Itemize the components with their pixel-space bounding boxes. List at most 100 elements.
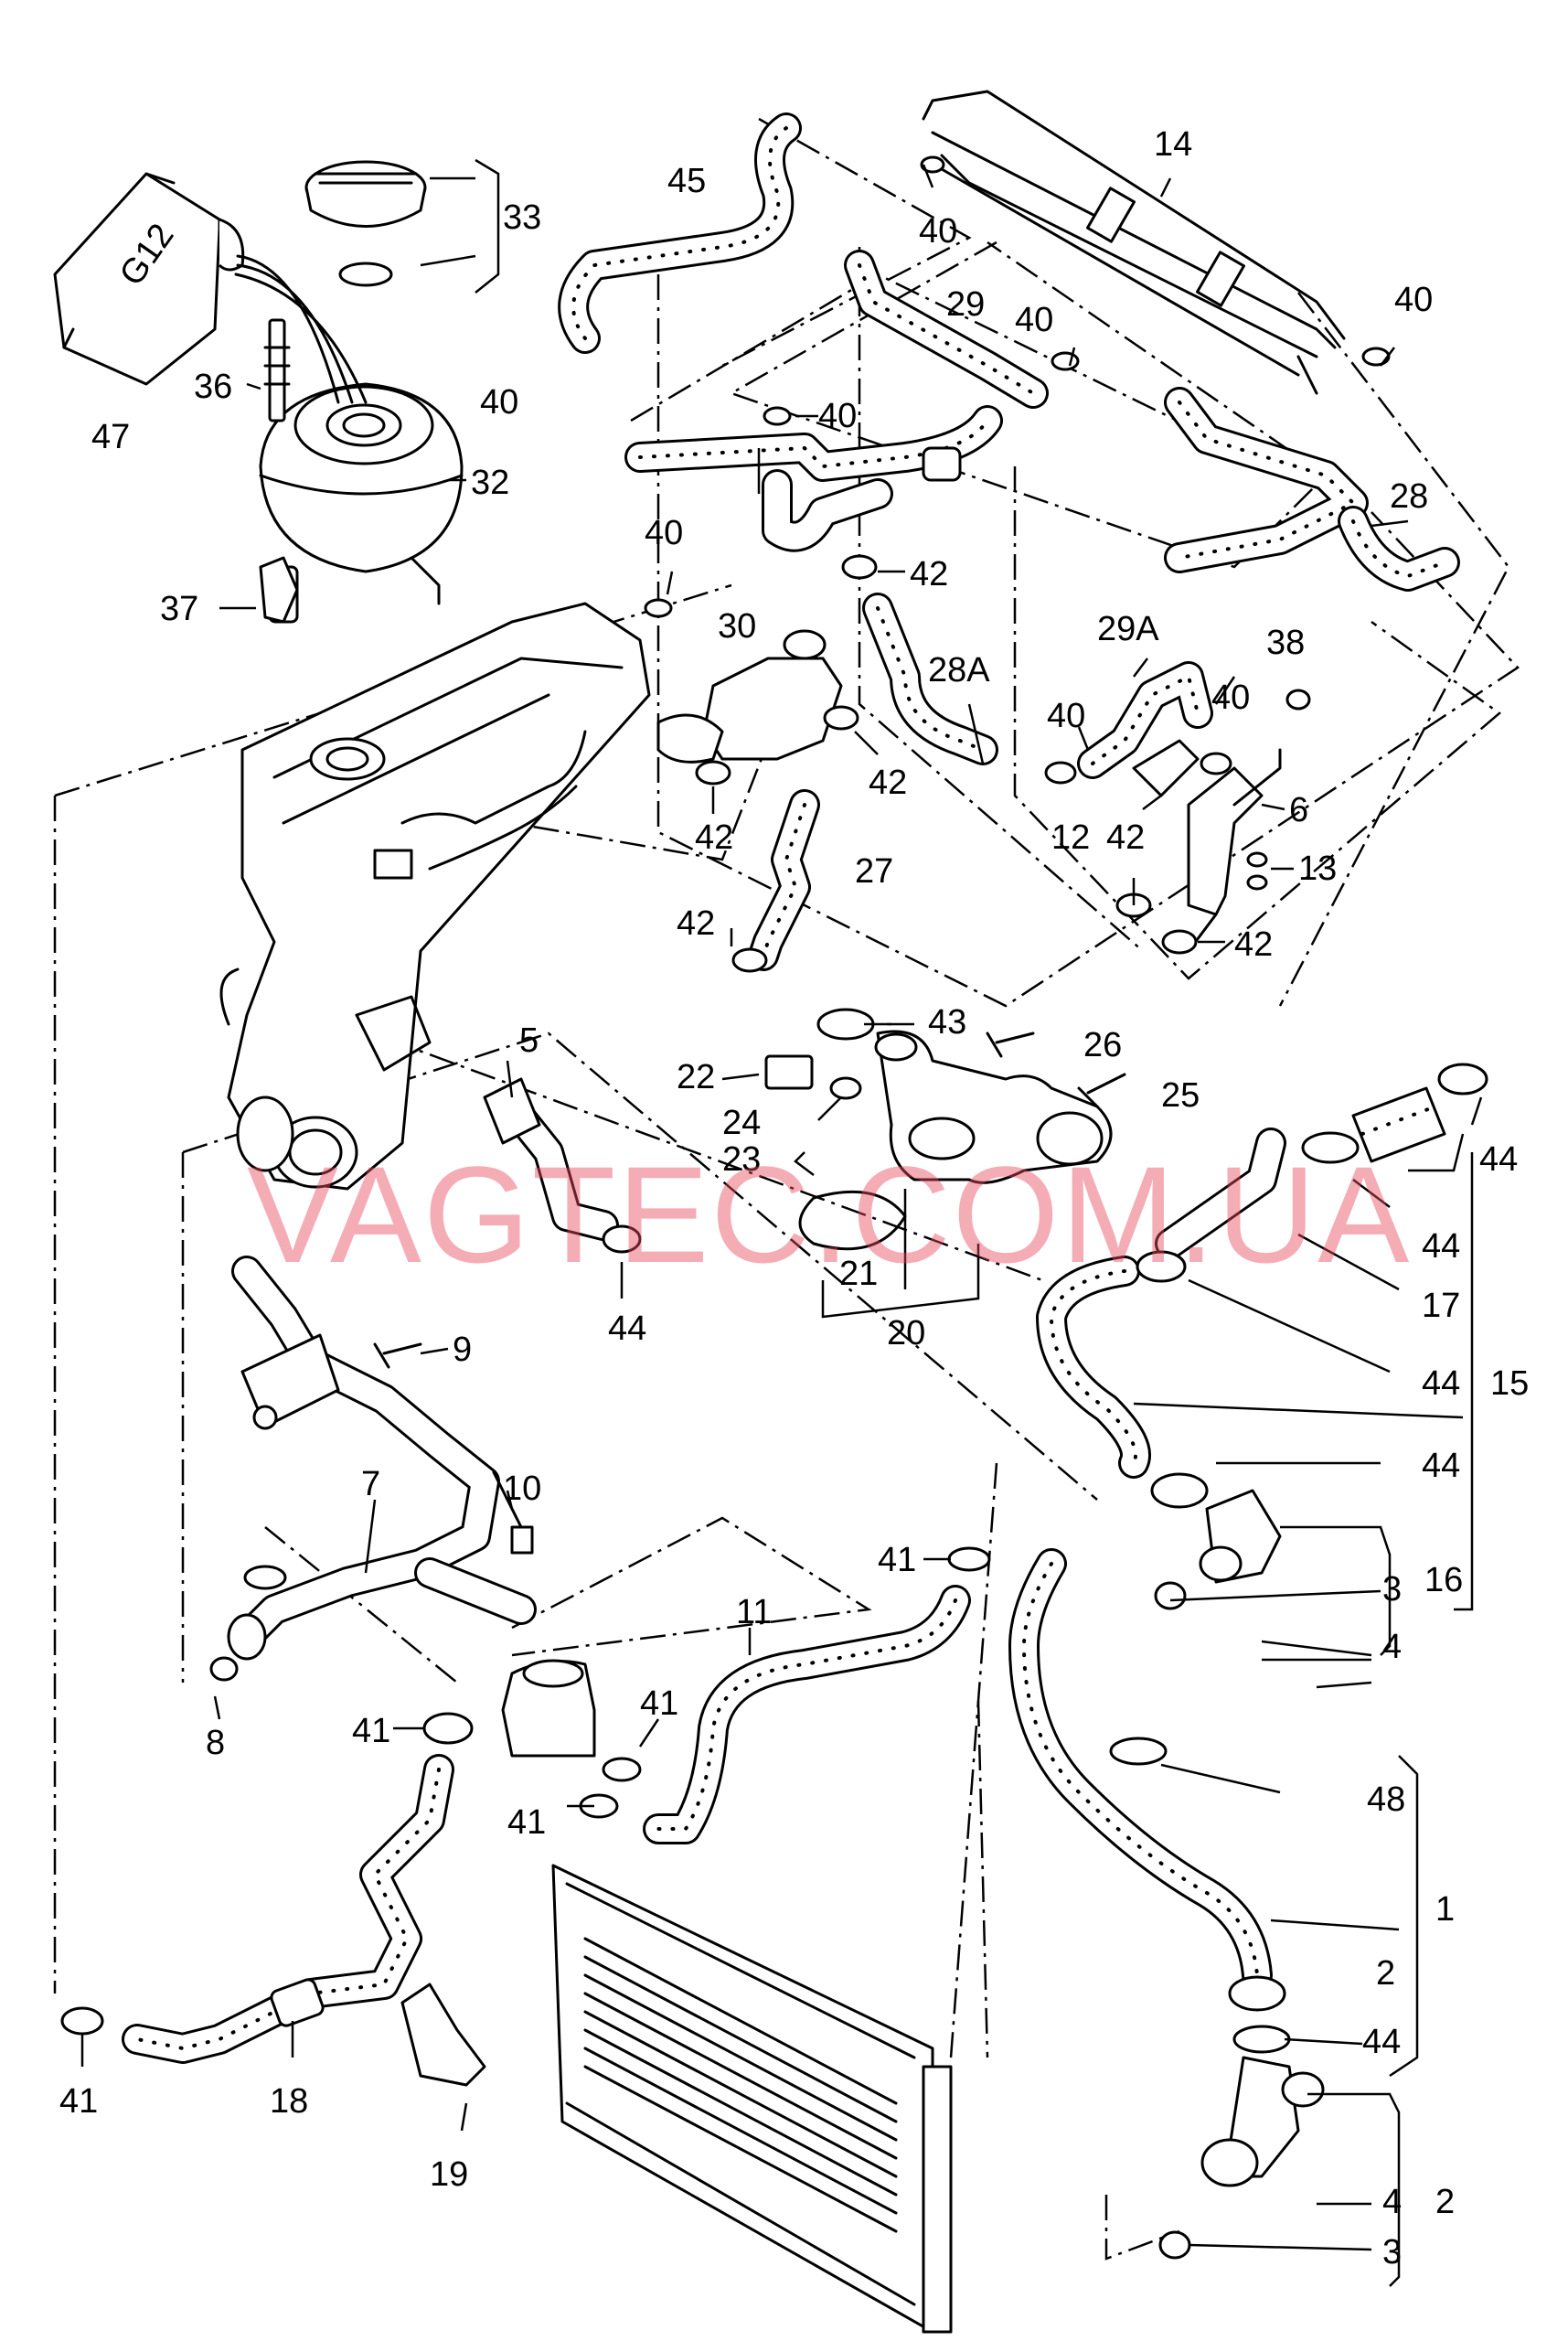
label-40-h: 40 — [1047, 697, 1085, 735]
label-37: 37 — [160, 590, 198, 628]
connector-16 — [1199, 1489, 1282, 1584]
label-1: 1 — [1435, 1890, 1455, 1929]
label-40-f: 40 — [645, 514, 683, 552]
label-6: 6 — [1289, 791, 1308, 829]
engine-block — [219, 602, 651, 1191]
bolts-9-10 — [373, 1342, 534, 1555]
label-30: 30 — [718, 607, 756, 646]
label-15: 15 — [1490, 1364, 1529, 1403]
clip-37 — [259, 556, 299, 624]
label-27: 27 — [855, 852, 893, 891]
hose-15 — [1036, 1256, 1151, 1479]
label-41-d: 41 — [507, 1803, 546, 1842]
hose-11 — [643, 1585, 971, 1844]
label-20: 20 — [887, 1314, 925, 1352]
label-3-b: 3 — [1382, 2233, 1402, 2272]
bracket-19 — [400, 1983, 486, 2087]
label-40-b: 40 — [1015, 301, 1053, 339]
label-3-a: 3 — [1382, 1570, 1402, 1609]
label-16: 16 — [1424, 1561, 1463, 1599]
housing-30 — [656, 629, 843, 764]
hose-1 — [1008, 1548, 1286, 2012]
label-33: 33 — [503, 198, 541, 237]
label-40-e: 40 — [818, 397, 857, 435]
hose-28 — [1164, 387, 1460, 592]
sensor-22 — [764, 1054, 862, 1100]
label-21: 21 — [839, 1255, 878, 1293]
pipe-14 — [922, 90, 1346, 395]
hose-29a — [1077, 661, 1213, 779]
label-43: 43 — [928, 1003, 966, 1042]
bolt-25 — [1077, 1073, 1126, 1108]
label-42-b: 42 — [869, 764, 907, 802]
label-41-a: 41 — [878, 1541, 916, 1579]
thermostat-housing — [798, 1030, 1113, 1251]
label-13: 13 — [1298, 850, 1337, 888]
label-44-e: 44 — [1422, 1447, 1460, 1485]
label-29: 29 — [946, 285, 985, 324]
label-40-g: 40 — [1211, 679, 1250, 717]
label-42-a: 42 — [910, 555, 948, 593]
sleeve-15 — [1351, 1086, 1446, 1163]
label-12: 12 — [1051, 818, 1090, 857]
reservoir — [501, 1659, 596, 1758]
grouping-lines — [53, 117, 1520, 2261]
label-38: 38 — [1266, 624, 1305, 662]
label-19: 19 — [430, 2155, 468, 2194]
label-22: 22 — [677, 1058, 715, 1096]
label-42-c: 42 — [1106, 818, 1145, 857]
label-44-a: 44 — [1479, 1140, 1518, 1179]
coolant-pipe — [227, 1256, 537, 1661]
label-7: 7 — [361, 1465, 380, 1503]
label-44-b: 44 — [1422, 1227, 1460, 1266]
pipe-17 — [1155, 1128, 1286, 1259]
label-9: 9 — [453, 1331, 472, 1369]
label-45: 45 — [667, 162, 706, 200]
label-32: 32 — [471, 464, 509, 502]
part-6 — [1187, 748, 1282, 953]
label-48: 48 — [1367, 1780, 1405, 1819]
label-2-b: 2 — [1435, 2183, 1455, 2221]
flange-12 — [1132, 739, 1200, 797]
label-14: 14 — [1154, 125, 1192, 164]
label-40-c: 40 — [1394, 281, 1433, 319]
bolt-26 — [986, 1032, 1035, 1058]
label-26: 26 — [1083, 1026, 1122, 1064]
label-28: 28 — [1390, 477, 1428, 516]
label-44-c: 44 — [608, 1309, 646, 1348]
hose-28a — [862, 593, 998, 765]
label-42-e: 42 — [677, 904, 715, 943]
hose-45 — [558, 112, 802, 354]
label-29a: 29A — [1097, 610, 1159, 648]
part-labels: 14 45 33 40 29 40 40 40 40 36 47 32 28 4… — [59, 125, 1529, 2272]
label-17: 17 — [1422, 1287, 1460, 1325]
expansion-tank — [259, 382, 464, 624]
hose-29 — [624, 250, 1049, 552]
label-41-e: 41 — [59, 2082, 98, 2121]
coolant-bottle: G12 — [53, 172, 368, 404]
label-4-b: 4 — [1382, 2183, 1402, 2221]
label-44-f: 44 — [1362, 2023, 1401, 2061]
label-41-b: 41 — [640, 1684, 678, 1723]
label-8: 8 — [206, 1724, 225, 1762]
label-2-a: 2 — [1376, 1954, 1395, 1993]
watermark: VAGTEC.COM.UA — [247, 1138, 1411, 1291]
label-5: 5 — [519, 1021, 539, 1060]
label-42-f: 42 — [1234, 925, 1273, 964]
label-42-d: 42 — [695, 818, 733, 857]
connector-2 — [1200, 2056, 1325, 2187]
label-25: 25 — [1161, 1076, 1200, 1115]
clamps — [60, 155, 1488, 2260]
leader-lines — [80, 158, 1483, 2287]
label-40-d: 40 — [480, 383, 518, 422]
pipe-5 — [483, 1077, 619, 1241]
label-36: 36 — [194, 368, 232, 406]
radiator — [551, 1864, 953, 2334]
hose-18 — [122, 1754, 454, 2064]
label-41-c: 41 — [352, 1712, 390, 1750]
hose-27 — [748, 789, 820, 971]
label-23: 23 — [722, 1140, 761, 1179]
level-sensor — [263, 318, 291, 422]
label-44-d: 44 — [1422, 1364, 1460, 1403]
